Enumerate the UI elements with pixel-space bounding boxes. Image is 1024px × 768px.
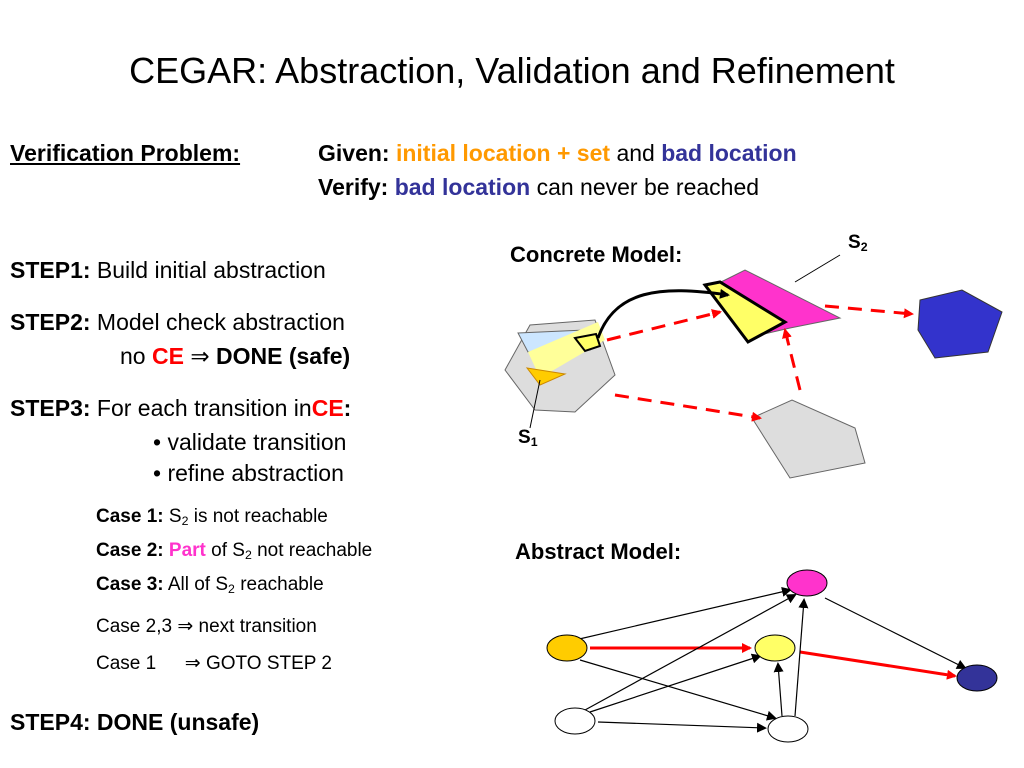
page-title: CEGAR: Abstraction, Validation and Refin… [129, 50, 895, 91]
s1-label-text: S [518, 427, 531, 448]
case23-line: Case 2,3 ⇒ next transition [96, 615, 317, 638]
case3-rest: reachable [240, 574, 324, 595]
s2-label-text: S [848, 232, 861, 253]
abs-edge-mid-to-bad [799, 650, 957, 680]
case1-sub: 2 [181, 514, 189, 529]
case2-of-text: of S [211, 540, 245, 561]
case2-rest: not reachable [257, 540, 373, 561]
s1-pointer-line [529, 379, 541, 429]
case1-goto-line: Case 1 ⇒ GOTO STEP 2 [96, 652, 332, 675]
case1-s: S2 [168, 506, 189, 529]
case1g-a: Case 1 [96, 653, 157, 674]
red-dashed-to-bad [824, 304, 914, 319]
case2-sub: 2 [244, 548, 252, 563]
abstract-model-label: Abstract Model: [515, 539, 682, 564]
step4: STEP4: DONE (unsafe) [10, 709, 260, 735]
given-bad: bad location [661, 140, 797, 166]
abs-node-white-left [554, 707, 596, 735]
s2-label-sub: 2 [860, 240, 868, 255]
case3-all-text: All of S [167, 574, 229, 595]
case2-label: Case 2: [96, 540, 164, 561]
case1-s-text: S [168, 506, 182, 527]
s2-label: S2 [848, 232, 868, 254]
grey-pentagon [751, 399, 866, 479]
case1-label: Case 1: [96, 506, 164, 527]
abs-node-pink [786, 569, 828, 597]
step3-colon: : [343, 395, 352, 421]
red-dashed-to-s2 [606, 309, 722, 342]
step3-text: For each transition in [96, 395, 312, 421]
case1g-b: GOTO STEP 2 [205, 653, 332, 674]
case23-arrow: ⇒ [177, 616, 194, 637]
case2: Case 2: Part of S2 not reachable [96, 540, 372, 562]
case2-of: of S2 [211, 540, 252, 563]
s1-start-point [573, 332, 602, 353]
step2-ce: CE [151, 343, 184, 369]
abs-node-white-right [767, 715, 809, 743]
verify-label: Verify: [318, 174, 389, 200]
abs-edge-init-to-w2 [579, 659, 777, 721]
step1-label: STEP1: [10, 257, 91, 283]
case1g-arrow: ⇒ [184, 653, 201, 674]
given-label: Given: [318, 140, 390, 166]
verification-problem-label: Verification Problem: [10, 140, 241, 166]
case1: Case 1: S2 is not reachable [96, 506, 328, 528]
s1-initial-set [525, 367, 567, 386]
step1-text: Build initial abstraction [96, 257, 326, 283]
case1-rest: is not reachable [193, 506, 328, 527]
red-dashed-to-grey [614, 393, 762, 422]
given-initial: initial location + set [395, 140, 611, 166]
case2-part: Part [168, 540, 206, 561]
abs-edge-w1-to-w2 [597, 721, 767, 733]
step2-no: no [120, 343, 146, 369]
s1-label: S1 [518, 427, 538, 449]
concrete-model-label: Concrete Model: [510, 242, 683, 267]
red-dashed-grey-to-s2 [782, 328, 802, 391]
given-line: Given: initial location + set and bad lo… [318, 140, 797, 167]
abs-edge-init-to-pink [574, 586, 792, 641]
abs-node-bad [956, 664, 998, 692]
step3-bullet-refine: • refine abstraction [153, 460, 344, 486]
step3-ce: CE [311, 395, 344, 421]
abs-node-initial [546, 634, 588, 662]
case3-label: Case 3: [96, 574, 164, 595]
step3: STEP3: For each transition inCE: [10, 395, 351, 422]
step2-arrow: ⇒ [190, 343, 210, 369]
case3-all: All of S2 [167, 574, 235, 597]
abs-edge-w2-to-mid [773, 662, 784, 717]
given-and: and [616, 140, 655, 166]
step2-label: STEP2: [10, 309, 91, 335]
abs-node-middle [754, 634, 796, 662]
abs-edge-w1-to-mid [589, 653, 762, 713]
step2: STEP2: Model check abstraction [10, 309, 345, 336]
abs-edge-w1-to-pink [584, 594, 797, 711]
step3-bullet-validate: • validate transition [153, 429, 347, 455]
case3-sub: 2 [228, 582, 235, 597]
s1-label-sub: 1 [530, 435, 538, 450]
step2-text: Model check abstraction [96, 309, 345, 335]
bad-location-pentagon [917, 289, 1003, 359]
verify-line: Verify: bad location can never be reache… [318, 174, 759, 201]
verify-rest: can never be reached [536, 174, 760, 200]
abs-edge-pink-to-bad [824, 597, 967, 669]
verify-bad: bad location [394, 174, 531, 200]
case23-a: Case 2,3 [96, 616, 173, 637]
step1: STEP1: Build initial abstraction [10, 257, 326, 284]
step2-done: DONE (safe) [216, 343, 351, 369]
abs-edge-w2-to-pink [794, 598, 809, 717]
case3: Case 3: All of S2 reachable [96, 574, 324, 596]
step2-result: no CE ⇒ DONE (safe) [120, 343, 350, 370]
concrete-transition-curve [596, 288, 730, 339]
s2-pointer-line [794, 254, 841, 283]
step3-label: STEP3: [10, 395, 91, 421]
case23-b: next transition [198, 616, 317, 637]
